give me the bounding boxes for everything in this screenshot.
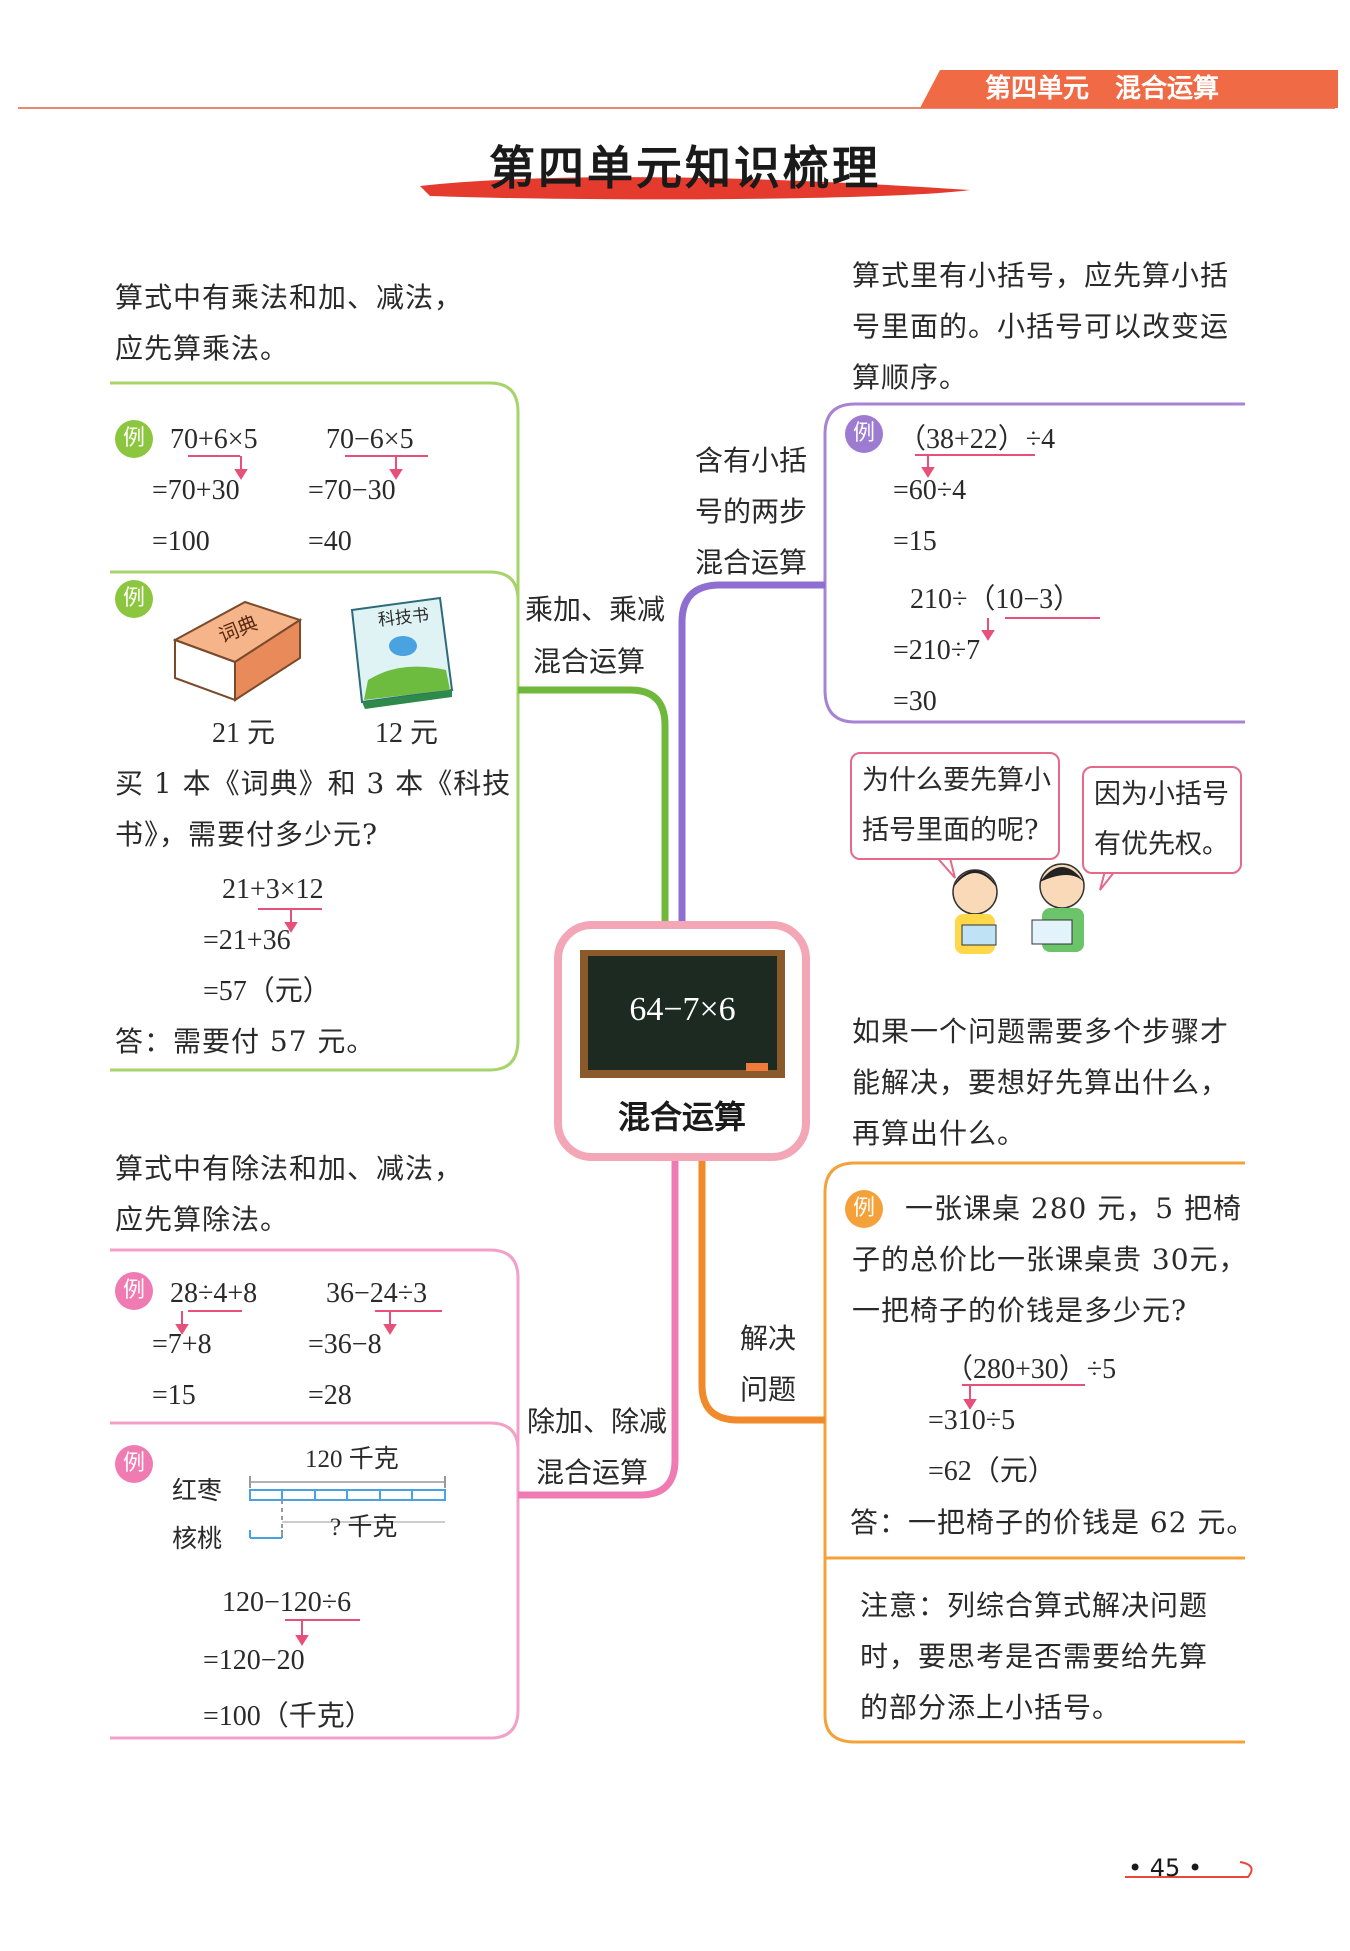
branch-div-add-label-2: 混合运算 <box>536 1456 649 1489</box>
div-ex-a-line1: 28÷4+8 <box>170 1278 258 1309</box>
solve-intro-line-3: 再算出什么。 <box>852 1117 1027 1150</box>
segment-diagram <box>249 1476 446 1539</box>
solve-answer: 答：一把椅子的价钱是 62 元。 <box>850 1506 1256 1539</box>
children-image <box>952 863 1085 954</box>
boy-speech-line-2: 有优先权。 <box>1094 829 1229 860</box>
price-science-book: 12 元 <box>375 718 439 749</box>
mul-ex1-a-line2: =70+30 <box>152 475 240 506</box>
header-tab-shape <box>920 70 1338 108</box>
segment-row-jujube: 红枣 <box>172 1478 223 1505</box>
orange-box <box>823 1161 1245 1744</box>
div-solution-line-1: 120−120÷6 <box>222 1587 352 1618</box>
girl-speech-bubble: 为什么要先算小 括号里面的呢? <box>850 752 1060 860</box>
purple-branch <box>678 581 825 925</box>
branch-paren-label-1: 含有小括 <box>695 444 808 477</box>
paren-rule-line-1: 算式里有小括号，应先算小括 <box>852 259 1230 292</box>
branch-mul-add-label-2: 混合运算 <box>533 645 646 678</box>
pink-branch <box>518 1160 679 1499</box>
branch-mul-add-label-1: 乘加、乘减 <box>525 593 666 626</box>
paren-ex-a-line3: =15 <box>893 526 937 557</box>
div-ex-b-line1: 36−24÷3 <box>326 1278 428 1309</box>
paren-rule-line-3: 算顺序。 <box>852 361 969 394</box>
mul-rule-line-1: 算式中有乘法和加、减法， <box>115 281 464 314</box>
boy-speech-line-1: 因为小括号 <box>1094 779 1229 810</box>
orange-branch <box>698 1160 825 1424</box>
solve-solution-line-1: （280+30）÷5 <box>945 1354 1117 1385</box>
div-ex-a-line3: =15 <box>152 1380 196 1411</box>
girl-speech-line-1: 为什么要先算小 <box>862 765 1051 796</box>
solve-intro-line-1: 如果一个问题需要多个步骤才 <box>852 1015 1230 1048</box>
solve-question-line-1: 一张课桌 280 元，5 把椅 <box>905 1192 1242 1225</box>
science-book-image <box>350 596 454 709</box>
center-label: 混合运算 <box>617 1098 746 1136</box>
solve-intro-line-2: 能解决，要想好先算出什么， <box>852 1066 1230 1099</box>
center-blackboard-expression: 64−7×6 <box>629 991 736 1028</box>
example-badge: 例 <box>115 1272 153 1310</box>
chalk-eraser <box>746 1063 768 1071</box>
solve-question-line-3: 一把椅子的价钱是多少元? <box>852 1294 1188 1327</box>
green-box <box>110 381 520 1072</box>
paren-ex-a-line2: =60÷4 <box>893 475 967 506</box>
page-title: 第四单元知识梳理 <box>489 141 881 195</box>
paren-ex-b-line1: 210÷（10−3） <box>910 584 1082 615</box>
div-rule-line-2: 应先算除法。 <box>115 1203 290 1236</box>
solve-question-line-2: 子的总价比一张课桌贵 30元， <box>852 1243 1248 1276</box>
segment-unknown-label: ? 千克 <box>330 1514 398 1541</box>
example-badge: 例 <box>115 580 153 618</box>
solve-note-line-1: 注意：列综合算式解决问题 <box>860 1589 1209 1622</box>
page-number: • 45 • <box>1128 1854 1203 1882</box>
solve-solution-line-3: =62（元） <box>928 1456 1056 1487</box>
mul-ex1-b-line2: =70−30 <box>308 475 396 506</box>
mul-answer: 答：需要付 57 元。 <box>115 1025 376 1058</box>
mul-solution-line-1: 21+3×12 <box>222 874 324 905</box>
mul-ex1-b-line1: 70−6×5 <box>326 424 414 455</box>
blackboard <box>588 956 777 1070</box>
mul-solution-line-2: =21+36 <box>203 925 291 956</box>
mul-ex1-b-line3: =40 <box>308 526 352 557</box>
example-badge: 例 <box>115 420 153 458</box>
green-branch <box>518 686 669 925</box>
mul-question-line-1: 买 1 本《词典》和 3 本《科技 <box>115 767 512 800</box>
example-badge: 例 <box>845 415 883 453</box>
mul-ex1-a-line1: 70+6×5 <box>170 424 258 455</box>
div-rule-line-1: 算式中有除法和加、减法， <box>115 1152 464 1185</box>
paren-ex-b-line3: =30 <box>893 686 937 717</box>
example-badge: 例 <box>115 1445 153 1483</box>
solve-note-line-3: 的部分添上小括号。 <box>860 1691 1122 1724</box>
mul-ex1-a-line3: =100 <box>152 526 210 557</box>
segment-row-walnut: 核桃 <box>172 1526 223 1553</box>
dictionary-book-image <box>172 600 303 702</box>
branch-div-add-label-1: 除加、除减 <box>527 1405 668 1438</box>
step-arrows <box>175 454 1100 1646</box>
mul-rule-line-2: 应先算乘法。 <box>115 332 290 365</box>
div-solution-line-2: =120−20 <box>203 1645 305 1676</box>
title-brush <box>420 177 970 200</box>
branch-paren-label-2: 号的两步 <box>695 495 808 528</box>
mul-question-line-2: 书》，需要付多少元? <box>115 818 379 851</box>
solve-note-line-2: 时，要思考是否需要给先算 <box>860 1640 1209 1673</box>
solve-solution-line-2: =310÷5 <box>928 1405 1016 1436</box>
segment-total-label: 120 千克 <box>305 1446 399 1473</box>
div-ex-b-line3: =28 <box>308 1380 352 1411</box>
branch-solve-label-2: 问题 <box>740 1373 797 1406</box>
boy-speech-bubble: 因为小括号 有优先权。 <box>1082 766 1242 874</box>
div-ex-b-line2: =36−8 <box>308 1329 382 1360</box>
price-dictionary: 21 元 <box>212 718 276 749</box>
div-ex-a-line2: =7+8 <box>152 1329 212 1360</box>
branch-solve-label-1: 解决 <box>740 1322 797 1355</box>
paren-ex-a-line1: （38+22）÷4 <box>898 424 1056 455</box>
branch-paren-label-3: 混合运算 <box>695 546 808 579</box>
unit-header-label: 第四单元 混合运算 <box>985 74 1220 104</box>
paren-rule-line-2: 号里面的。小括号可以改变运 <box>852 310 1230 343</box>
div-solution-line-3: =100（千克） <box>203 1701 373 1732</box>
girl-speech-line-2: 括号里面的呢? <box>862 815 1039 846</box>
mul-solution-line-3: =57（元） <box>203 976 331 1007</box>
example-badge: 例 <box>845 1190 883 1228</box>
paren-ex-b-line2: =210÷7 <box>893 635 981 666</box>
page-swoosh <box>1125 1861 1253 1878</box>
purple-box <box>823 402 1245 724</box>
